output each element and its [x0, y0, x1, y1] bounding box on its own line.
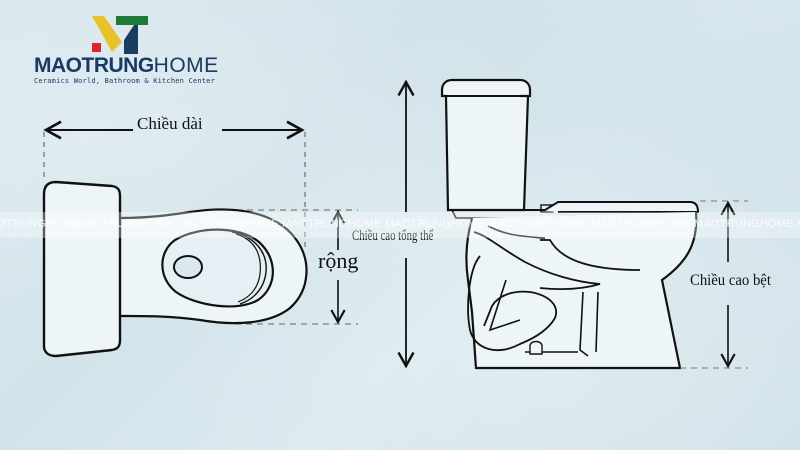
seat-lid: [524, 201, 700, 213]
brand-name-bold: MAOTRUNG: [34, 54, 154, 77]
watermark-text: MAOTRUNGHOME: [591, 218, 691, 230]
watermark-text: MAOTRUNGHOME: [76, 218, 176, 230]
rim-channel: [487, 225, 546, 239]
total-height-label: Chiều cao tổng thể: [352, 228, 434, 244]
watermark-text: MAOTRUNGHOME: [282, 218, 382, 230]
logo-mark-icon: [92, 16, 148, 54]
watermark-text: MAOTRUNGHOME: [797, 218, 800, 230]
top-view-toilet: [42, 120, 358, 358]
watermark-text: MAOTRUNGHOME: [488, 218, 588, 230]
watermark-text: MAOTRUNGHOME: [694, 218, 794, 230]
side-view-toilet: [397, 78, 748, 370]
tank-top-view: [42, 180, 122, 358]
bowl-inner-curve: [540, 239, 641, 271]
tank-side-view: [440, 78, 532, 212]
bowl-inner-line: [231, 231, 267, 305]
trapway-inner: [488, 279, 521, 332]
trapway-loop: [467, 255, 557, 352]
bowl-inner: [161, 228, 274, 308]
watermark-text: MAOTRUNGHOME: [0, 218, 80, 230]
brand-name-light: HOME: [153, 54, 219, 77]
watermark-text: MAOTRUNGHOME: [385, 218, 485, 230]
bowl-inner-line-2: [235, 233, 261, 303]
seat-height-label: Chiều cao bệt: [690, 272, 771, 289]
watermark-text: MAOTRUNGHOME: [179, 218, 279, 230]
brand-logo: MAOTRUNGHOME Ceramics World, Bathroom & …: [30, 12, 218, 88]
length-label: Chiều dài: [137, 114, 203, 133]
outlet-pipe: [579, 291, 599, 357]
drain-hole: [173, 255, 203, 279]
brand-name: MAOTRUNGHOME: [34, 55, 219, 77]
width-label: rộng: [318, 248, 359, 273]
brand-tagline: Ceramics World, Bathroom & Kitchen Cente…: [34, 77, 215, 85]
trapway-upper: [473, 231, 601, 291]
watermark-band: MAOTRUNGHOME MAOTRUNGHOME MAOTRUNGHOME M…: [0, 212, 800, 238]
bolt-cap: [529, 340, 543, 355]
